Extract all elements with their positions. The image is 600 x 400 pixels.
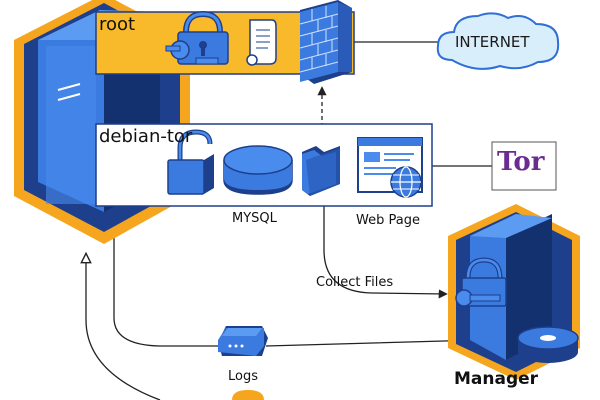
tor-label: Tor [497, 147, 545, 177]
return-arc [86, 258, 161, 400]
lock-key-icon [165, 10, 229, 65]
firewall-icon [299, 0, 352, 84]
database-icon [223, 145, 293, 195]
debian-tor-box-title: debian-tor [99, 126, 193, 147]
open-lock-icon [167, 129, 214, 195]
switch-icon [218, 326, 268, 356]
folder-icon [302, 146, 340, 196]
logs-line [113, 236, 218, 347]
mysql-label: MYSQL [232, 211, 277, 226]
collect-files-label: Collect Files [316, 275, 394, 290]
logs-label: Logs [228, 369, 258, 384]
collect-files-line [323, 198, 448, 299]
web-page-label: Web Page [356, 213, 420, 228]
disk-icon [517, 326, 579, 363]
root-box-title: root [99, 14, 136, 35]
partial-orange-icon [232, 390, 264, 400]
manager-label: Manager [454, 369, 539, 389]
globe-icon [390, 166, 422, 198]
internet-label: INTERNET [455, 33, 530, 51]
tor-logo-icon [491, 141, 557, 191]
scroll-icon [246, 19, 277, 66]
cloud-icon [436, 12, 560, 70]
